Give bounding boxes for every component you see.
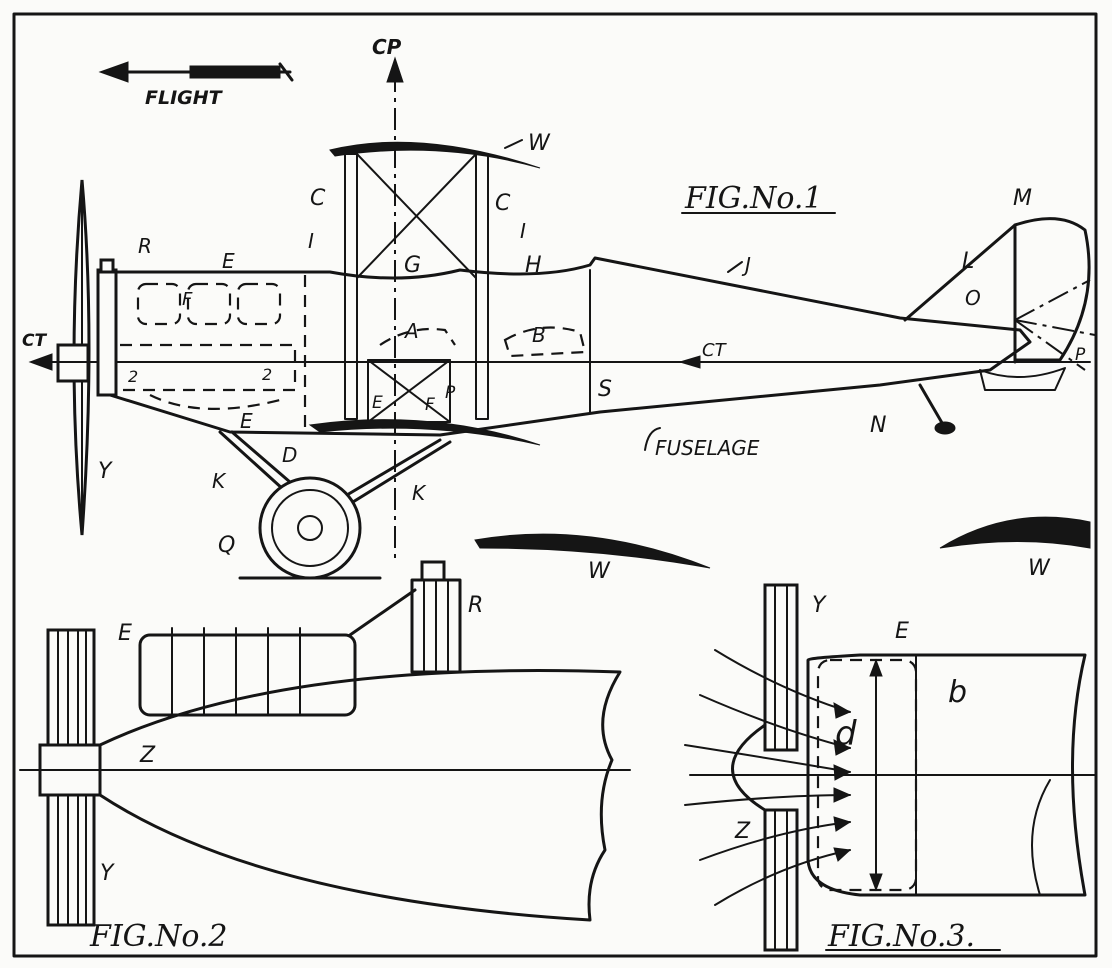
label-y-fig2: Y [100,861,115,886]
landing-wheel [258,476,362,580]
wing-section-right [939,516,1091,549]
label-e-tank: E [372,393,383,413]
fig2-engine [138,560,462,717]
ct-label: CT [22,331,47,351]
label-k-rear: K [412,481,427,505]
ct-arrowhead [28,353,53,371]
label-w-right: W [1028,556,1051,581]
label-r-fig1: R [138,234,152,258]
label-f-tank: F [425,395,435,415]
airflow-arrows [684,649,852,906]
flight-direction-arrow [98,61,294,83]
pilot-seat [379,327,456,346]
fig1-caption: FIG.No.1 [684,181,823,216]
wire-brace-2 [356,153,477,279]
label-f-engine: F [182,289,193,310]
ct-axis-label: CT [702,340,728,361]
label-e-top: E [222,249,235,273]
label-o: O [965,286,981,310]
label-d: D [282,443,297,467]
label-r-fig2: R [468,593,483,618]
elevator [979,367,1066,391]
label-e-fig3: E [895,619,909,644]
label-m: M [1013,186,1032,211]
label-b: B [532,323,546,347]
label-y-fig1: Y [98,459,113,484]
fuselage-label: FUSELAGE [655,436,760,460]
label-a: A [403,319,419,343]
fuselage-outline [98,256,1032,437]
label-w-upper: W [528,131,551,156]
label-z-fig2: Z [139,743,156,768]
fig3-cowl [806,653,1087,897]
cp-label: CP [372,35,402,59]
upper-wing [329,141,541,169]
radiator-front [96,268,118,397]
label-2-right: 2 [262,365,272,384]
wing-section-center [474,533,711,569]
label-j: J [741,253,751,277]
nose-cowl [98,669,622,922]
label-z-fig3: Z [734,819,751,844]
lower-wing [308,419,541,446]
label-2-left: 2 [128,367,138,386]
engine-cylinders [120,282,297,410]
label-n: N [870,413,886,438]
rudder-fin [903,217,1091,362]
fig2-caption: FIG.No.2 [89,919,228,954]
flight-label: FLIGHT [145,87,224,109]
label-w-center: W [588,559,611,584]
label-g: G [404,253,421,278]
label-l: L [962,249,974,274]
label-k-front: K [212,469,227,493]
label-b-dim: b [948,675,967,710]
cp-arrowhead [386,56,404,83]
label-h: H [525,253,542,278]
label-c-front: C [310,186,326,211]
drawing-frame [12,12,1098,958]
rear-strut [475,153,489,420]
tail-skid [918,383,947,430]
fig3-propeller [763,583,799,952]
label-q: Q [218,533,235,558]
front-strut [344,153,358,420]
label-e-bottom: E [240,409,253,433]
label-y-fig3: Y [812,593,827,618]
fig3-caption: FIG.No.3. [827,919,975,954]
label-s: S [598,377,612,402]
fig2-propeller [38,628,102,927]
label-p-tank: P [445,383,456,403]
label-c-rear: C [495,191,511,216]
passenger-seat [503,326,587,358]
label-p-tail: P [1075,345,1086,365]
label-i-front: I [308,229,314,253]
label-i-rear: I [520,219,526,243]
label-e-fig2: E [118,621,132,646]
